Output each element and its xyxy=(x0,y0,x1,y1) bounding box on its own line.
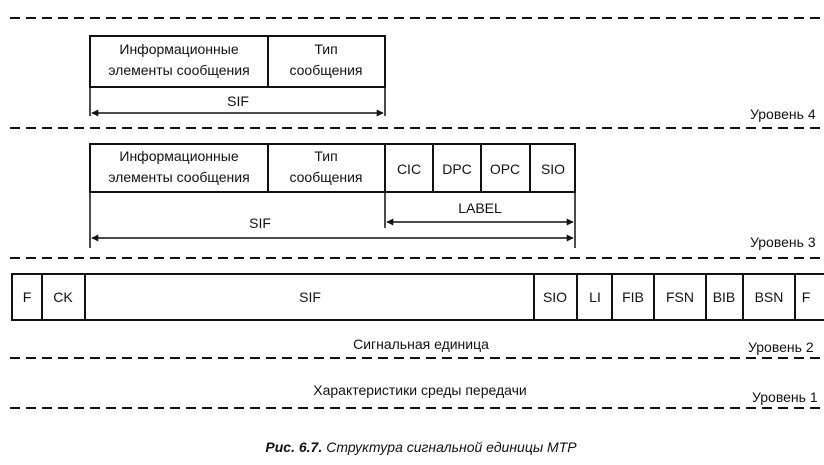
l4-info-line2: элементы сообщения xyxy=(108,62,249,78)
l2-field-li: LI xyxy=(589,289,601,305)
level-1: Характеристики среды передачи Уровень 1 xyxy=(313,382,818,405)
l4-sif-label: SIF xyxy=(227,93,249,109)
l3-field-opc: OPC xyxy=(490,161,520,177)
l3-type-line2: сообщения xyxy=(289,169,362,185)
level-3: Информационные элементы сообщения Тип со… xyxy=(89,143,816,250)
l3-info-line1: Информационные xyxy=(119,148,238,164)
l3-level-label: Уровень 3 xyxy=(750,234,816,250)
l4-info-line1: Информационные xyxy=(119,41,238,57)
l2-field-bib: BIB xyxy=(713,289,736,305)
l3-field-sio: SIO xyxy=(541,161,565,177)
l2-field-fsn: FSN xyxy=(666,289,694,305)
l3-field-cic: CIC xyxy=(397,161,421,177)
l1-caption: Характеристики среды передачи xyxy=(313,382,526,398)
l3-type-line1: Тип xyxy=(314,148,337,164)
figure-number: Рис. 6.7. xyxy=(265,439,322,455)
level-separators xyxy=(10,17,824,409)
l2-field-bsn: BSN xyxy=(755,289,784,305)
l2-frame xyxy=(11,273,824,321)
l2-field-fib: FIB xyxy=(622,289,644,305)
l3-field-dpc: DPC xyxy=(442,161,472,177)
level-4: Информационные элементы сообщения Тип со… xyxy=(89,35,816,122)
l4-type-line1: Тип xyxy=(314,41,337,57)
figure-caption: Рис. 6.7.Структура сигнальной единицы МТ… xyxy=(265,439,577,455)
l3-sif-label: SIF xyxy=(249,215,271,231)
l2-field-ck: CK xyxy=(53,289,73,305)
l3-info-line2: элементы сообщения xyxy=(108,169,249,185)
l1-level-label: Уровень 1 xyxy=(752,389,818,405)
l4-type-line2: сообщения xyxy=(289,62,362,78)
l4-frame xyxy=(89,35,386,88)
l2-level-label: Уровень 2 xyxy=(748,339,814,355)
l3-label-caption: LABEL xyxy=(458,200,502,216)
level-2: F CK SIF SIO LI FIB FSN BIB BSN F Сигнал… xyxy=(11,273,824,355)
l4-level-label: Уровень 4 xyxy=(750,106,816,122)
l2-field-sif: SIF xyxy=(299,289,321,305)
figure-title: Структура сигнальной единицы МТР xyxy=(326,439,577,455)
l2-field-f-end: F xyxy=(802,289,811,305)
l2-caption: Сигнальная единица xyxy=(353,336,489,352)
l2-field-sio: SIO xyxy=(543,289,567,305)
l2-field-f-start: F xyxy=(23,289,32,305)
